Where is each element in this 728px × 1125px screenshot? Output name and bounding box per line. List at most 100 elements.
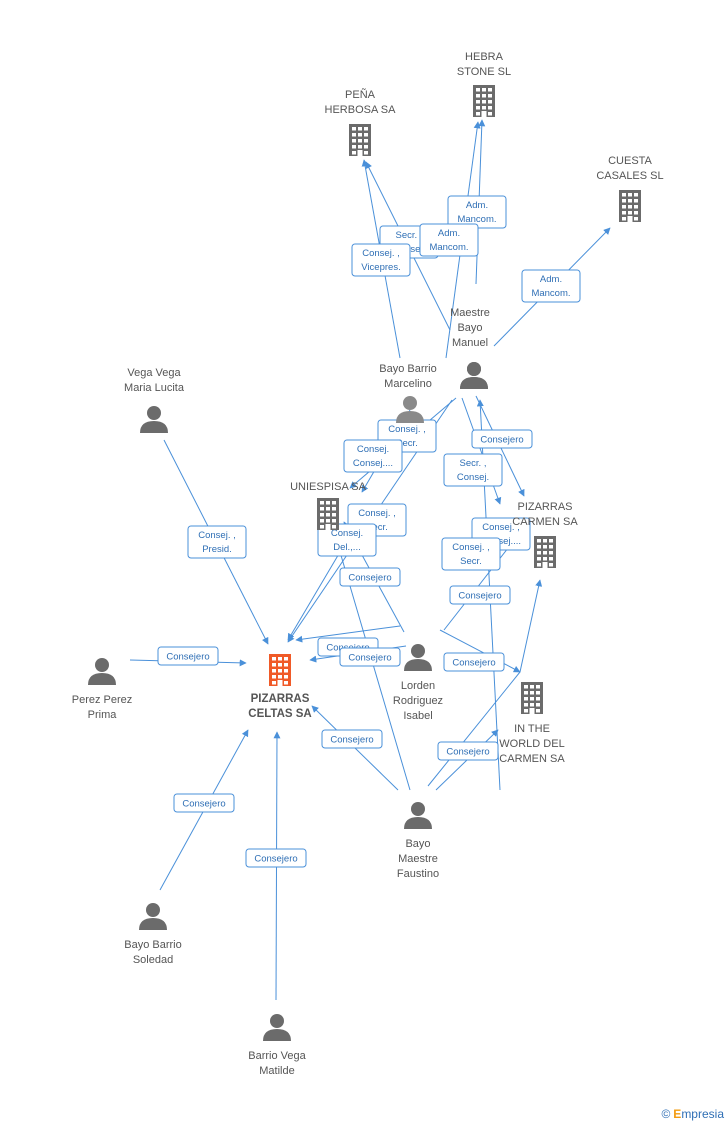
edge-label-6[interactable]: Consejero	[157, 646, 219, 666]
building-window	[543, 551, 547, 555]
person-icon[interactable]	[139, 903, 167, 930]
building-window	[524, 697, 528, 701]
edge-label-text: Adm.	[466, 200, 488, 211]
person-body	[263, 1029, 291, 1041]
company-building-icon[interactable]	[473, 85, 495, 117]
building-window	[476, 100, 480, 104]
company-building-icon[interactable]	[521, 682, 543, 714]
building-window	[284, 681, 288, 685]
edge-labels-layer: Adm.Mancom.Secr. ,Consej.Adm.Mancom.Cons…	[157, 195, 581, 868]
person-icon[interactable]	[396, 396, 424, 423]
person-icon[interactable]	[404, 644, 432, 671]
edge-label-9[interactable]: Consejero	[471, 429, 533, 449]
edge-label-text: Consejero	[480, 435, 523, 446]
person-icon[interactable]	[140, 406, 168, 433]
person-icon[interactable]	[263, 1014, 291, 1041]
building-window	[536, 697, 540, 701]
edge-label-23[interactable]: Consejero	[339, 647, 401, 667]
building-window	[320, 525, 324, 529]
edge-label-20[interactable]: Consejero	[437, 741, 499, 761]
building-window	[543, 557, 547, 561]
building-window	[272, 675, 276, 679]
edge-label-12[interactable]: Consej.Del.,...	[317, 523, 377, 557]
node-label: Maestre	[398, 853, 438, 865]
building-window	[476, 106, 480, 110]
building-door	[529, 708, 535, 714]
company-building-icon[interactable]	[349, 124, 371, 156]
edge-label-text: Consej. ,	[358, 508, 396, 519]
node-label: WORLD DEL	[499, 738, 564, 750]
building-window	[628, 211, 632, 215]
company-building-icon[interactable]	[317, 498, 339, 530]
edge-label-box	[441, 537, 501, 571]
building-window	[530, 691, 534, 695]
edge-label-19[interactable]: Consejero	[321, 729, 383, 749]
edge-label-21[interactable]: Consejero	[173, 793, 235, 813]
edge-label-8[interactable]: Consej.Consej....	[343, 439, 403, 473]
edge-label-box	[339, 567, 401, 587]
building-window	[476, 94, 480, 98]
edge-label-14[interactable]: Consej. ,Secr.	[441, 537, 501, 571]
edge-lorden-to-pizarras_celtas	[295, 625, 401, 643]
building-window	[628, 193, 632, 197]
edge-label-0[interactable]: Adm.Mancom.	[447, 195, 507, 229]
edge-label-text: Consejero	[458, 591, 501, 602]
edge-label-18[interactable]: Consejero	[443, 652, 505, 672]
edge-label-5[interactable]: Consej. ,Presid.	[187, 525, 247, 559]
highlighted-company-icon[interactable]	[269, 654, 291, 686]
edge-label-10[interactable]: Secr. ,Consej.	[443, 453, 503, 487]
node-label: PIZARRAS	[251, 693, 310, 705]
building-window	[536, 691, 540, 695]
building-window	[320, 519, 324, 523]
edge-label-text: Consej. ,	[198, 530, 236, 541]
edge-label-3[interactable]: Consej. ,Vicepres.	[351, 243, 411, 277]
building-window	[530, 685, 534, 689]
node-hidden_person[interactable]	[396, 396, 424, 423]
edge-label-4[interactable]: Adm.Mancom.	[521, 269, 581, 303]
node-label: UNIESPISA SA	[290, 481, 366, 493]
edge-label-text: Secr. ,	[460, 458, 487, 469]
node-label: IN THE	[514, 723, 550, 735]
edge-label-box	[343, 439, 403, 473]
edge-label-text: Vicepres.	[361, 262, 400, 273]
person-icon[interactable]	[404, 802, 432, 829]
edge-label-text: Secr.	[396, 438, 418, 449]
brand-name: mpresia	[681, 1107, 724, 1121]
building-window	[482, 88, 486, 92]
brand-initial: E	[673, 1107, 682, 1121]
person-icon[interactable]	[460, 362, 488, 389]
building-window	[358, 139, 362, 143]
building-window	[352, 139, 356, 143]
building-window	[543, 539, 547, 543]
building-window	[320, 513, 324, 517]
node-uniespisa[interactable]: UNIESPISA SA	[290, 481, 367, 530]
edge-label-box	[187, 525, 247, 559]
edge-label-15[interactable]: Consejero	[339, 567, 401, 587]
building-window	[272, 669, 276, 673]
edge-label-2[interactable]: Adm.Mancom.	[419, 223, 479, 257]
building-window	[536, 703, 540, 707]
building-window	[524, 703, 528, 707]
building-window	[358, 145, 362, 149]
company-building-icon[interactable]	[534, 536, 556, 568]
edge-label-16[interactable]: Consejero	[449, 585, 511, 605]
building-window	[284, 657, 288, 661]
company-building-icon[interactable]	[619, 190, 641, 222]
edge-label-22[interactable]: Consejero	[245, 848, 307, 868]
building-window	[332, 525, 336, 529]
person-icon[interactable]	[88, 658, 116, 685]
